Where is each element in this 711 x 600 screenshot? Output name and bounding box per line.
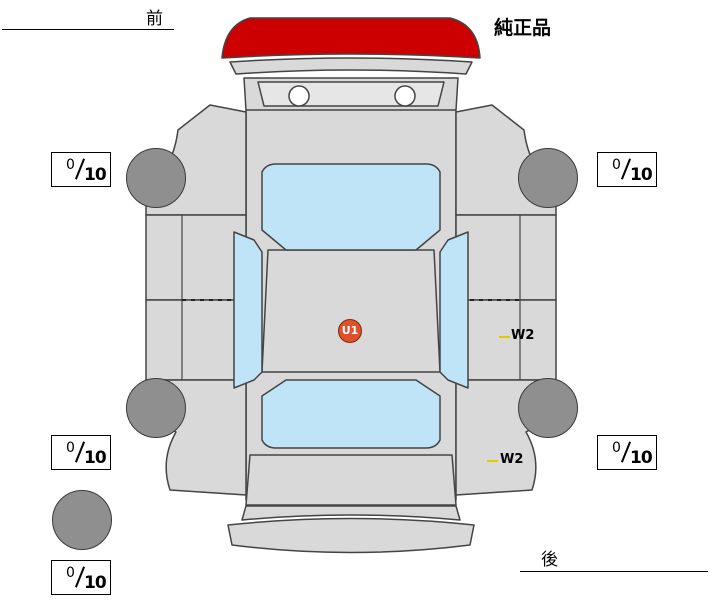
left-headlight: [288, 85, 310, 107]
tread-front-left[interactable]: 0 10: [51, 152, 111, 187]
right-rear-door: [455, 299, 557, 381]
damage-tick-w2-door: [499, 336, 510, 338]
tire-rear-left[interactable]: [126, 378, 186, 438]
left-rear-door: [145, 299, 247, 381]
tread-value: 0: [66, 565, 75, 581]
left-side-glass: [233, 231, 263, 389]
rear-window: [261, 379, 441, 449]
tread-max: 10: [630, 165, 653, 185]
tread-max: 10: [84, 448, 107, 468]
right-headlight: [394, 85, 416, 107]
tire-rear-right[interactable]: [518, 378, 578, 438]
front-grille: [257, 81, 445, 107]
tire-front-right[interactable]: [518, 148, 578, 208]
front-bumper-genuine: [221, 17, 481, 59]
tread-max: 10: [84, 573, 107, 593]
genuine-part-label: 純正品: [494, 17, 552, 39]
front-label: 前: [146, 9, 163, 29]
tread-max: 10: [84, 165, 107, 185]
front-underline: [2, 29, 174, 30]
rear-bumper: [227, 517, 475, 554]
tread-rear-left[interactable]: 0 10: [51, 435, 111, 470]
rear-label: 後: [541, 550, 558, 570]
damage-code: U1: [341, 324, 359, 337]
tire-front-left[interactable]: [126, 148, 186, 208]
windshield: [261, 163, 441, 251]
rear-underline: [520, 571, 708, 572]
damage-code-w2-door[interactable]: W2: [511, 328, 535, 343]
damage-tick-w2-fender: [487, 460, 498, 462]
right-side-glass: [439, 231, 469, 389]
right-front-door: [455, 214, 557, 301]
tread-max: 10: [630, 448, 653, 468]
damage-marker-u1[interactable]: U1: [338, 319, 362, 343]
left-front-door: [145, 214, 247, 301]
tread-value: 0: [612, 440, 621, 456]
tread-rear-right[interactable]: 0 10: [597, 435, 657, 470]
tire-spare[interactable]: [52, 490, 112, 550]
trunk: [245, 454, 457, 506]
tread-front-right[interactable]: 0 10: [597, 152, 657, 187]
tread-value: 0: [66, 440, 75, 456]
tread-spare[interactable]: 0 10: [51, 560, 111, 595]
roof: [261, 249, 441, 373]
damage-code-w2-fender[interactable]: W2: [500, 452, 524, 467]
tread-value: 0: [66, 157, 75, 173]
front-bumper-lower: [229, 57, 473, 75]
rear-bumper-upper: [241, 505, 461, 521]
tread-value: 0: [612, 157, 621, 173]
